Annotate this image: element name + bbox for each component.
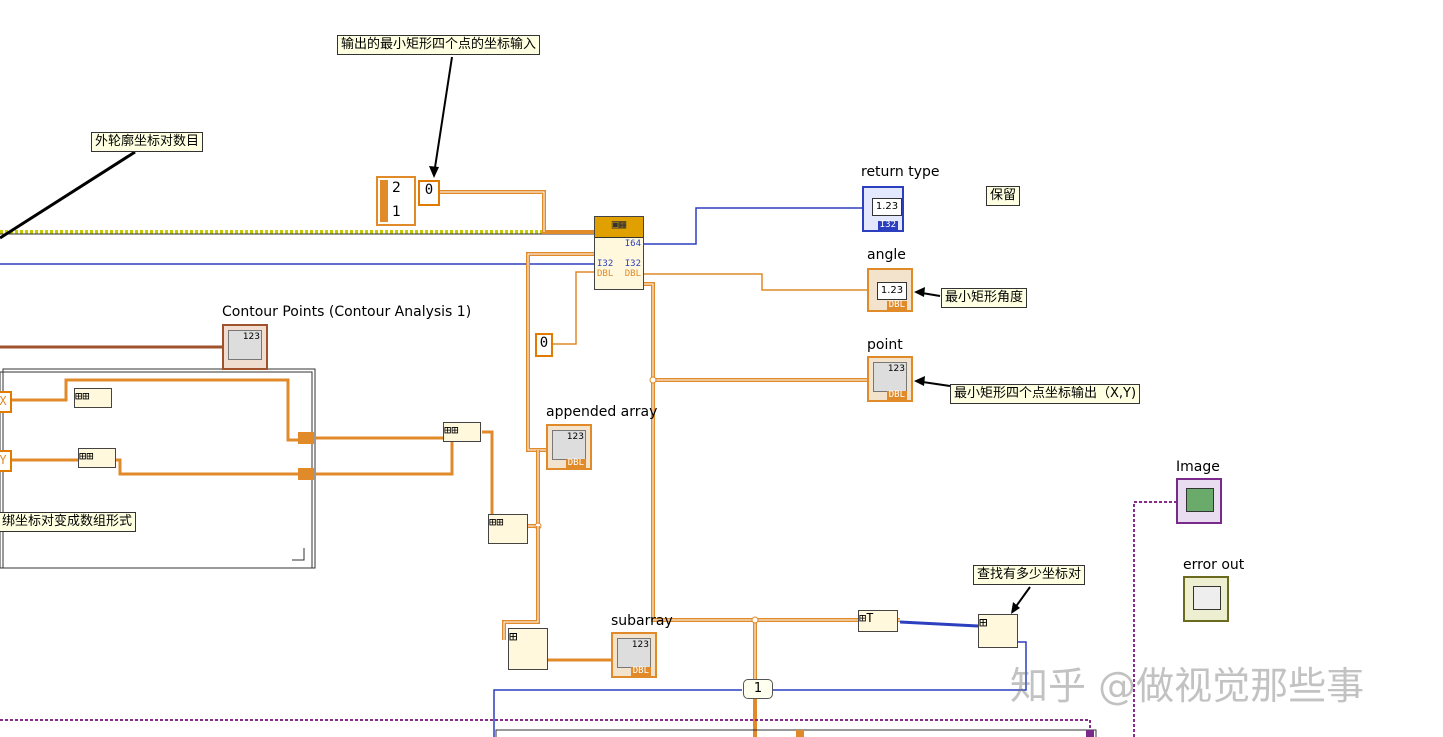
node-i32-left: I32 xyxy=(597,259,614,269)
appended-num: 123 xyxy=(566,432,584,442)
arrow-input xyxy=(433,56,453,175)
angle-label: angle xyxy=(867,247,906,263)
angle-terminal[interactable]: 1.23 DBL xyxy=(867,268,913,312)
contour-count-comment: 外轮廓坐标对数目 xyxy=(91,132,204,152)
subarray-type: DBL xyxy=(630,666,651,676)
index-constant[interactable]: 0 xyxy=(418,180,440,206)
node-icon: ▣▦ xyxy=(595,217,643,238)
build-array-icon: ⊞⊞ xyxy=(75,389,90,403)
input-comment: 输出的最小矩形四个点的坐标输入 xyxy=(337,35,541,55)
node-i64: I64 xyxy=(624,239,641,249)
subarray-label: subarray xyxy=(611,613,673,629)
image-terminal[interactable] xyxy=(1176,478,1222,524)
zero-constant[interactable]: 0 xyxy=(535,333,553,357)
error-out-label: error out xyxy=(1183,557,1245,573)
subarray-num: 123 xyxy=(631,640,649,650)
appended-type: DBL xyxy=(565,458,586,468)
return-type-type: I32 xyxy=(877,220,898,230)
y-constant[interactable]: Y xyxy=(0,450,12,472)
point-terminal[interactable]: 123 DBL xyxy=(867,356,913,402)
error-icon xyxy=(1193,586,1221,610)
contour-num: 123 xyxy=(242,332,260,342)
node-i32-right: I32 xyxy=(624,259,641,269)
index-array-icon: ⊞ xyxy=(979,615,988,631)
point-type: DBL xyxy=(886,390,907,400)
index-array-fn[interactable]: ⊞ xyxy=(978,614,1018,648)
node-dbl-right: DBL xyxy=(624,269,641,279)
return-type-wire xyxy=(644,207,862,245)
contour-points-terminal[interactable]: 123 xyxy=(222,324,268,370)
x-constant[interactable]: X xyxy=(0,391,12,413)
loop-count-constant[interactable]: 1 xyxy=(743,679,773,699)
return-type-label: return type xyxy=(861,164,940,180)
array-subset-fn[interactable]: ⊞ xyxy=(508,628,548,670)
min-rect-node[interactable]: ▣▦ I64 I32 I32 DBL DBL xyxy=(594,216,644,290)
ring-value-2: 1 xyxy=(392,204,401,220)
point-num: 123 xyxy=(887,364,905,374)
angle-value: 1.23 xyxy=(877,282,907,300)
count-comment: 查找有多少坐标对 xyxy=(973,565,1086,585)
ring-arrow-icon xyxy=(380,180,388,222)
tunnel-up-2 xyxy=(298,468,314,480)
ring-value-1: 2 xyxy=(392,180,401,196)
error-out-terminal[interactable] xyxy=(1183,576,1229,622)
array-size-icon: ⊞T xyxy=(859,611,874,625)
point-comment: 最小矩形四个点坐标输出（X,Y) xyxy=(950,384,1141,404)
return-type-terminal[interactable]: 1.23 I32 xyxy=(862,186,904,232)
angle-wire xyxy=(644,273,868,291)
appended-array-terminal[interactable]: 123 DBL xyxy=(546,424,592,470)
convert-comment: 绑坐标对变成数组形式 xyxy=(0,512,137,532)
array-size-fn[interactable]: ⊞T xyxy=(858,610,898,632)
build-array-icon: ⊞⊞ xyxy=(79,449,94,463)
subarray-terminal[interactable]: 123 DBL xyxy=(611,632,657,678)
angle-comment: 最小矩形角度 xyxy=(941,288,1028,308)
image-label: Image xyxy=(1176,459,1220,475)
zero-wire xyxy=(552,271,596,345)
watermark: 知乎 @做视觉那些事 xyxy=(1010,664,1365,708)
points-wire xyxy=(644,282,900,622)
index-wire xyxy=(440,190,596,234)
ring-constant[interactable]: 2 1 xyxy=(376,176,416,226)
angle-type: DBL xyxy=(886,300,907,310)
contour-array-icon xyxy=(228,330,262,360)
return-type-value: 1.23 xyxy=(872,198,902,216)
reserved-comment: 保留 xyxy=(986,186,1021,206)
arrow-contour-count xyxy=(0,150,136,240)
array-subset-icon: ⊞ xyxy=(509,629,518,645)
appended-array-label: appended array xyxy=(546,404,658,420)
build-array-fn-2[interactable]: ⊞⊞ xyxy=(78,448,116,468)
build-array-icon: ⊞⊞ xyxy=(444,423,459,437)
build-array-fn-3[interactable]: ⊞⊞ xyxy=(443,422,481,442)
image-icon xyxy=(1186,488,1214,512)
build-array-fn-1[interactable]: ⊞⊞ xyxy=(74,388,112,408)
node-dbl-left: DBL xyxy=(597,269,614,279)
transpose-icon: ⊞⊞ xyxy=(489,515,504,529)
point-label: point xyxy=(867,337,903,353)
transpose-fn[interactable]: ⊞⊞ xyxy=(488,514,528,544)
contour-points-label: Contour Points (Contour Analysis 1) xyxy=(222,304,472,320)
tunnel-up-1 xyxy=(298,432,314,444)
